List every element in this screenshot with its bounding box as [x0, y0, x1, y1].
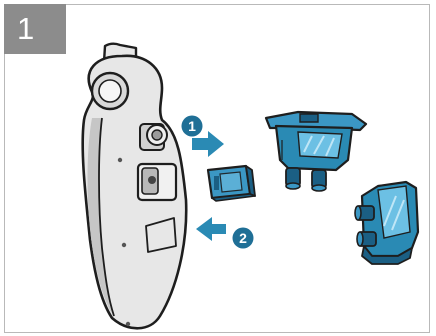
remove-marker-label: 2: [239, 230, 247, 246]
step-number: 1: [17, 11, 35, 46]
small-cartridge: [206, 164, 256, 202]
device-coupling-ring: [139, 123, 168, 151]
device-body: [81, 42, 188, 330]
arrow-left-icon: [196, 217, 226, 241]
filter-housing-bottom: [354, 180, 420, 265]
numbered-circle-icon: 1: [181, 115, 203, 137]
insert-marker-label: 1: [188, 118, 196, 134]
insert-arrow-group: 1: [181, 115, 224, 157]
filter-housing-top: [264, 110, 368, 192]
arrow-right-icon: [192, 131, 224, 157]
numbered-circle-icon: 2: [232, 227, 254, 249]
remove-arrow-group: 2: [196, 217, 254, 249]
step-number-badge: 1: [4, 4, 66, 54]
